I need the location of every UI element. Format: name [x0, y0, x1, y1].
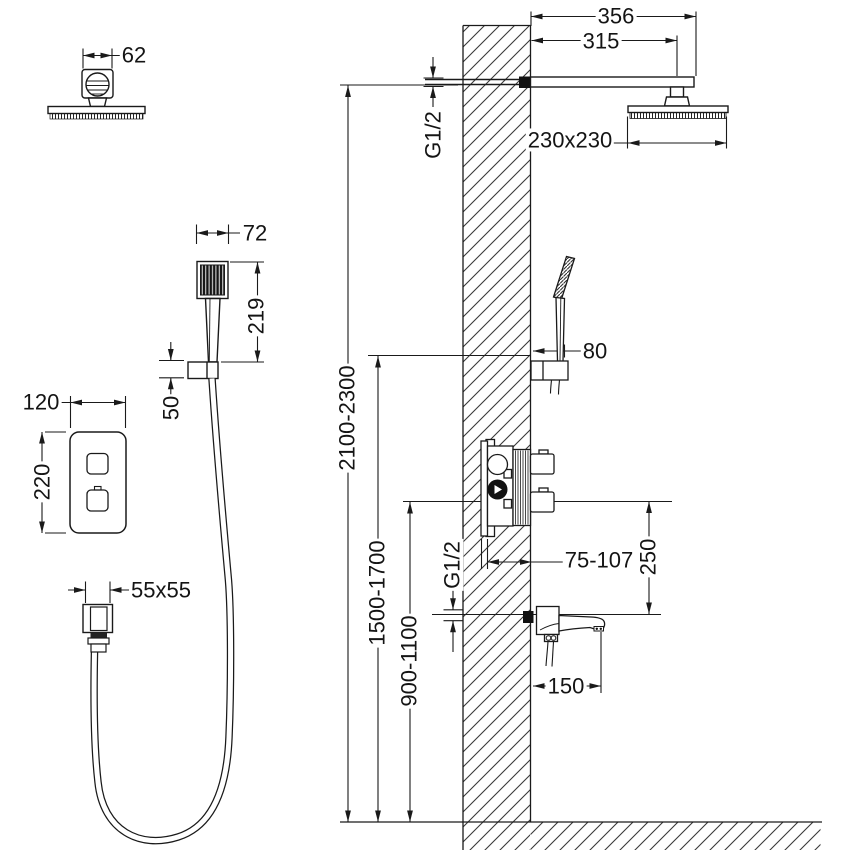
wall-holder	[530, 360, 569, 381]
dim-head-size: 230x230	[525, 127, 615, 153]
dimension-arrows	[39, 13, 727, 822]
dim-holder-height: 1500-1700	[364, 538, 390, 648]
handshower-front-view	[159, 224, 264, 397]
dim-valve-to-spout: 250	[635, 536, 661, 578]
panel-button-top	[86, 452, 109, 475]
dim-arm-height: 2100-2300	[334, 363, 360, 473]
thermostat-trim-panel	[41, 396, 127, 534]
spout-outlet	[593, 626, 604, 632]
holder-hose-stub	[549, 379, 553, 394]
spout-arm	[558, 614, 606, 632]
valve-knob-top	[529, 453, 555, 475]
spout-wall-fitting	[523, 611, 534, 623]
dim-panel-width: 120	[20, 389, 62, 415]
shower-hose	[90, 378, 235, 845]
rain-head	[627, 105, 729, 114]
panel-button-bottom	[86, 489, 109, 512]
bath-spout	[523, 605, 606, 667]
valve-depth-adjuster	[512, 448, 532, 527]
valve-knob-bottom	[529, 491, 555, 513]
dim-outlet-size: 55x55	[129, 577, 193, 603]
panel-plate	[69, 431, 127, 534]
dim-valve-depth: 75-107	[562, 547, 636, 573]
arm-wall-fitting	[519, 76, 531, 88]
handshower-on-holder	[530, 255, 576, 395]
hose-nut	[87, 637, 110, 645]
dim-panel-height: 220	[29, 461, 55, 503]
dim-handshower-width: 72	[240, 220, 270, 246]
dim-arm-thread: G1/2	[420, 109, 446, 161]
swivel-ball	[85, 72, 110, 97]
head-plate-face	[49, 113, 144, 120]
floor-hatch	[530, 822, 821, 850]
head-plate	[47, 105, 146, 115]
concealed-valve	[480, 438, 555, 538]
dim-arm-to-head: 315	[580, 28, 622, 54]
handshower-head-side	[552, 255, 576, 300]
dim-handshower-offset: 80	[580, 338, 610, 364]
dim-valve-height: 900-1100	[396, 613, 422, 709]
shower-arm-assembly	[425, 76, 729, 119]
valve-back-plate	[480, 440, 489, 537]
dim-spout-thread: G1/2	[439, 539, 465, 591]
spout-body	[535, 605, 560, 636]
spray-face	[200, 264, 225, 296]
dim-holder-size: 50	[158, 393, 184, 423]
dim-handshower-length: 219	[243, 295, 269, 337]
dim-spout-reach: 150	[545, 673, 587, 699]
valve-port-top	[486, 453, 509, 476]
dim-arm-length: 356	[595, 3, 637, 29]
overhead-head-view	[47, 48, 146, 120]
wall-section	[340, 24, 822, 850]
wall-outlet-elbow	[68, 581, 134, 653]
shower-arm	[529, 76, 695, 88]
handshower-handle	[204, 297, 221, 363]
ball-joint	[669, 86, 685, 98]
dim-overhead-width: 62	[119, 42, 149, 68]
spout-hose-stub	[545, 641, 549, 667]
rain-head-face	[629, 112, 727, 119]
hose-holder	[187, 361, 219, 380]
